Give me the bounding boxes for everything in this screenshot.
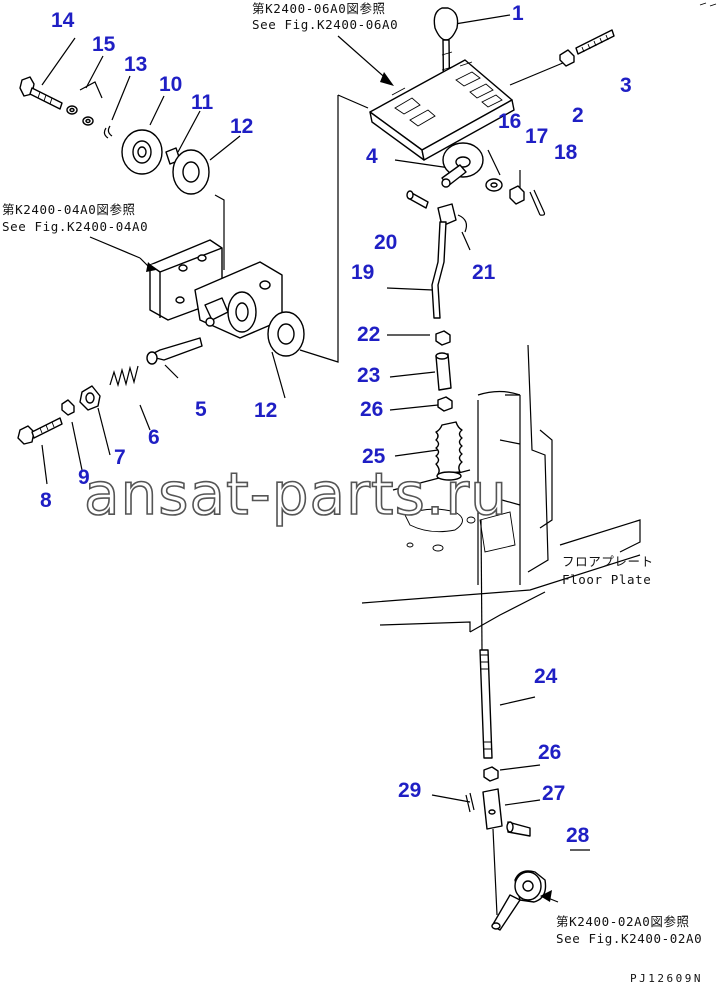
- part-number: 23: [357, 364, 380, 387]
- floor-plate-en: Floor Plate: [562, 572, 651, 587]
- floor-plate-jp: フロアプレート: [562, 554, 654, 569]
- reference-bottom: 第K2400-02A0図参照 See Fig.K2400-02A0: [556, 914, 702, 946]
- part-number: 28: [566, 824, 590, 847]
- part-number: 26: [360, 398, 383, 421]
- part-number: 5: [195, 398, 207, 421]
- part-number: 24: [534, 665, 558, 688]
- bracket-assembly: [139, 239, 283, 339]
- reference-bottom-en: See Fig.K2400-02A0: [556, 931, 702, 946]
- washer-16-nut-17-pin-18: [485, 178, 546, 216]
- part-number: 17: [525, 125, 548, 148]
- reference-top-jp: 第K2400-06A0図参照: [252, 1, 386, 16]
- part-number: 16: [498, 110, 521, 133]
- lower-left-parts: [17, 311, 305, 445]
- part-number: 21: [472, 261, 496, 284]
- part-number: 22: [357, 323, 380, 346]
- part-number: 2: [572, 104, 584, 127]
- nut-26-joint-27-bolt-28-pin-29: [465, 766, 531, 916]
- floor-plate-structure: [361, 2, 717, 633]
- part-number: 18: [554, 141, 578, 164]
- upper-left-parts: [19, 76, 210, 195]
- part-number: 12: [254, 399, 277, 422]
- part-number: 7: [114, 446, 126, 469]
- boot-25: [435, 421, 463, 481]
- reference-left: 第K2400-04A0図参照 See Fig.K2400-04A0: [2, 202, 148, 259]
- part-number: 25: [362, 445, 386, 468]
- rod-24: [479, 519, 493, 759]
- pin-20-clip-21: [406, 190, 468, 233]
- part-number: 10: [159, 73, 182, 96]
- part-number: 11: [191, 91, 214, 114]
- part-number: 13: [124, 53, 147, 76]
- part-number: 4: [366, 145, 378, 168]
- reference-left-jp: 第K2400-04A0図参照: [2, 202, 136, 217]
- watermark: ansat-parts.ru: [84, 460, 508, 528]
- bellcrank-lower: [491, 870, 559, 931]
- part-number: 14: [51, 9, 75, 32]
- part-number: 19: [351, 261, 374, 284]
- part-number: 26: [538, 741, 561, 764]
- nut-22-coupler-23-nut-26: [435, 330, 453, 412]
- reference-top-en: See Fig.K2400-06A0: [252, 17, 398, 32]
- part-number: 27: [542, 782, 565, 805]
- part-number: 15: [92, 33, 116, 56]
- part-number: 8: [40, 489, 52, 512]
- reference-left-en: See Fig.K2400-04A0: [2, 219, 148, 234]
- part-number: 12: [230, 115, 253, 138]
- drawing-code: PJ12609N: [630, 972, 703, 985]
- shift-lever-group: [369, 7, 515, 188]
- part-number-labels: 1 2 3 4 5 6 7 8 9 10 11 12 12 13 14 15 1…: [40, 2, 632, 851]
- part-number: 29: [398, 779, 421, 802]
- part-number: 1: [512, 2, 524, 25]
- part-number: 9: [78, 466, 90, 489]
- bolt-3-nut-2: [559, 29, 615, 67]
- part-number: 20: [374, 231, 397, 254]
- reference-bottom-jp: 第K2400-02A0図参照: [556, 914, 690, 929]
- leader-lines: [41, 14, 571, 806]
- part-number: 3: [620, 74, 632, 97]
- part-number: 6: [148, 426, 160, 449]
- floor-plate-label: フロアプレート Floor Plate: [562, 554, 654, 587]
- reference-top: 第K2400-06A0図参照 See Fig.K2400-06A0: [252, 1, 398, 86]
- rod-19: [431, 221, 447, 319]
